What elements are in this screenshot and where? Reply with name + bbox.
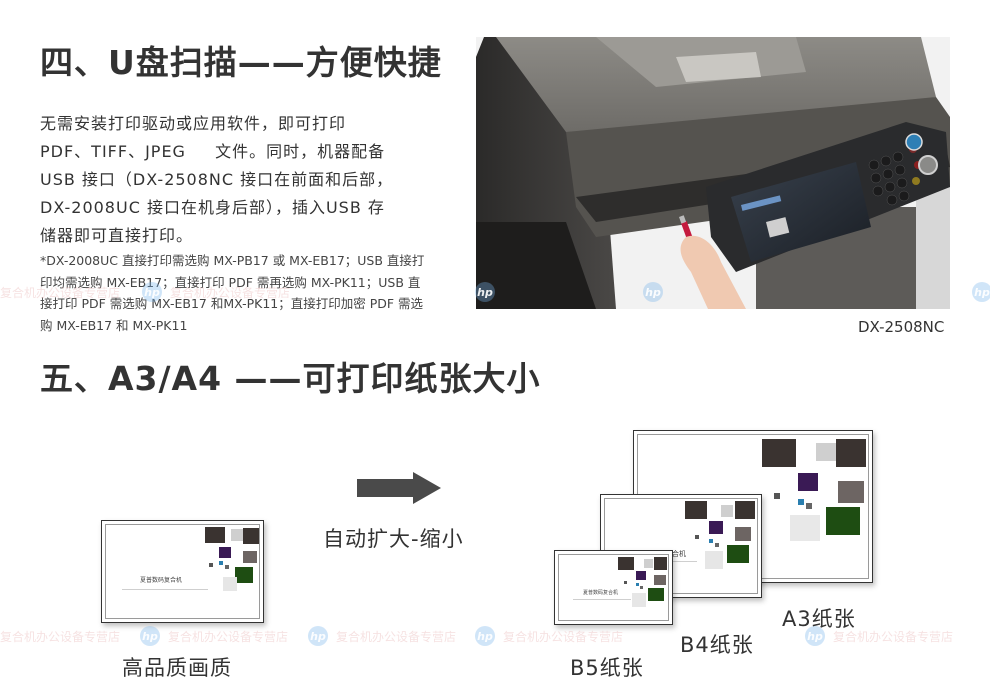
geometric-art-icon [618,557,667,607]
section5-title: 五、A3/A4 ——可打印纸张大小 [40,359,541,398]
watermark: hp 复合机办公设备专营店 [308,626,456,646]
hp-logo-icon: hp [475,626,495,646]
section4-title: 四、U盘扫描——方便快捷 [40,43,442,82]
a3-label: A3纸张 [782,607,856,631]
watermark: hp 复合机办公设备专营店 [140,626,288,646]
section4-body: 无需安装打印驱动或应用软件，即可打印 PDF、TIFF、JPEG 文件。同时，机… [40,110,420,250]
body-line: DX-2008UC 接口在机身后部），插入USB 存 [40,198,385,217]
hp-logo-icon: hp [140,626,160,646]
auto-scale-label: 自动扩大-缩小 [323,527,464,551]
watermark: hp [972,282,990,302]
watermark: 复合机办公设备专营店 [0,628,120,645]
watermark-text: 复合机办公设备专营店 [0,630,121,644]
b5-paper-card: 夏普数码复合机 [554,550,673,625]
watermark: hp 复合机办公设备专营店 [475,626,623,646]
quality-sample-card: 夏普数码复合机 [101,520,264,623]
watermark-text: 复合机办公设备专营店 [168,629,289,644]
printer-usb-photo [476,37,950,309]
hp-logo-icon: hp [972,282,990,302]
b5-label: B5纸张 [570,656,644,680]
note-line: 购 MX-EB17 和 MX-PK11 [40,317,188,333]
card-title: 夏普数码复合机 [583,590,619,596]
quality-label: 高品质画质 [122,656,232,680]
geometric-art-icon [762,439,866,541]
section4-footnote: *DX-2008UC 直接打印需选购 MX-PB17 或 MX-EB17；USB… [40,250,480,336]
note-line: *DX-2008UC 直接打印需选购 MX-PB17 或 MX-EB17；USB… [40,253,425,268]
geometric-art-icon [205,527,259,591]
body-line: 储器即可直接打印。 [40,226,194,245]
watermark-text: 复合机办公设备专营店 [336,629,457,644]
right-arrow-icon [357,472,441,504]
body-line: USB 接口（DX-2508NC 接口在前面和后部， [40,170,394,189]
body-line: PDF、TIFF、JPEG 文件。同时，机器配备 [40,142,386,161]
note-line: 接打印 PDF 需选购 MX-EB17 和MX-PK11；直接打印加密 PDF … [40,296,424,311]
watermark-text: 复合机办公设备专营店 [503,629,624,644]
body-line: 无需安装打印驱动或应用软件，即可打印 [40,114,347,133]
geometric-art-icon [685,501,755,569]
photo-caption: DX-2508NC [858,318,945,336]
card-title: 夏普数码复合机 [140,577,183,584]
b4-label: B4纸张 [680,633,754,657]
hp-logo-icon: hp [308,626,328,646]
note-line: 印均需选购 MX-EB17；直接打印 PDF 需再选购 MX-PK11；USB … [40,274,421,290]
